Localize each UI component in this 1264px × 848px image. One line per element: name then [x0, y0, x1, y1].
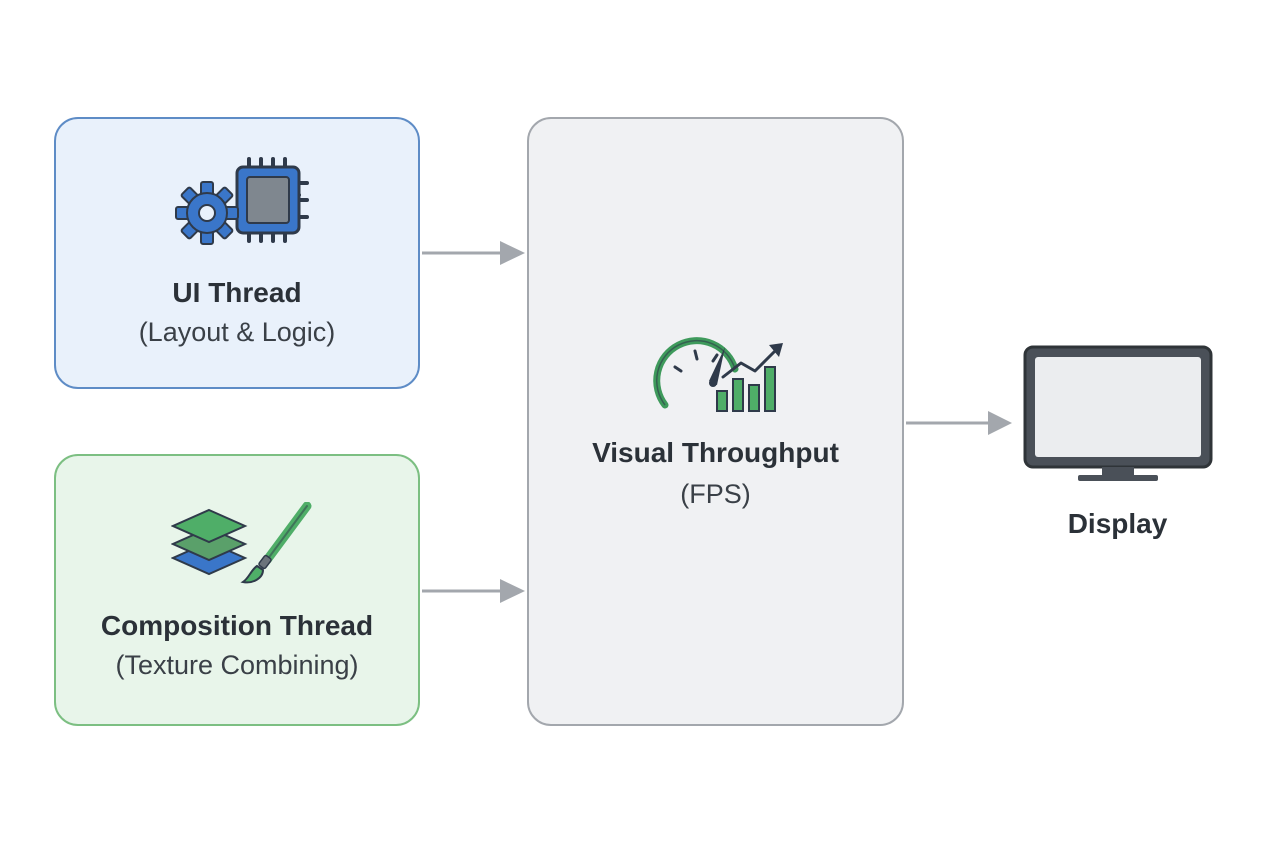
monitor-icon	[1023, 345, 1213, 481]
speedometer-chart-icon	[653, 337, 783, 412]
edge-ui-to-throughput	[422, 241, 525, 265]
edge-throughput-to-display	[906, 411, 1012, 435]
composition-thread-title: Composition Thread	[100, 610, 374, 641]
visual-throughput-node: Visual Throughput (FPS)	[527, 117, 904, 726]
gear-chip-icon	[175, 157, 309, 245]
edge-composition-to-throughput	[422, 579, 525, 603]
composition-thread-node: Composition Thread (Texture Combining)	[54, 454, 420, 726]
visual-throughput-subtitle: (FPS)	[680, 479, 751, 509]
layers-brush-icon	[171, 502, 312, 584]
display-label: Display	[1067, 508, 1168, 539]
ui-thread-node: UI Thread (Layout & Logic)	[54, 117, 420, 389]
ui-thread-title: UI Thread	[172, 277, 302, 308]
ui-thread-subtitle: (Layout & Logic)	[138, 317, 336, 347]
visual-throughput-title: Visual Throughput	[592, 437, 839, 468]
composition-thread-subtitle: (Texture Combining)	[115, 650, 359, 680]
